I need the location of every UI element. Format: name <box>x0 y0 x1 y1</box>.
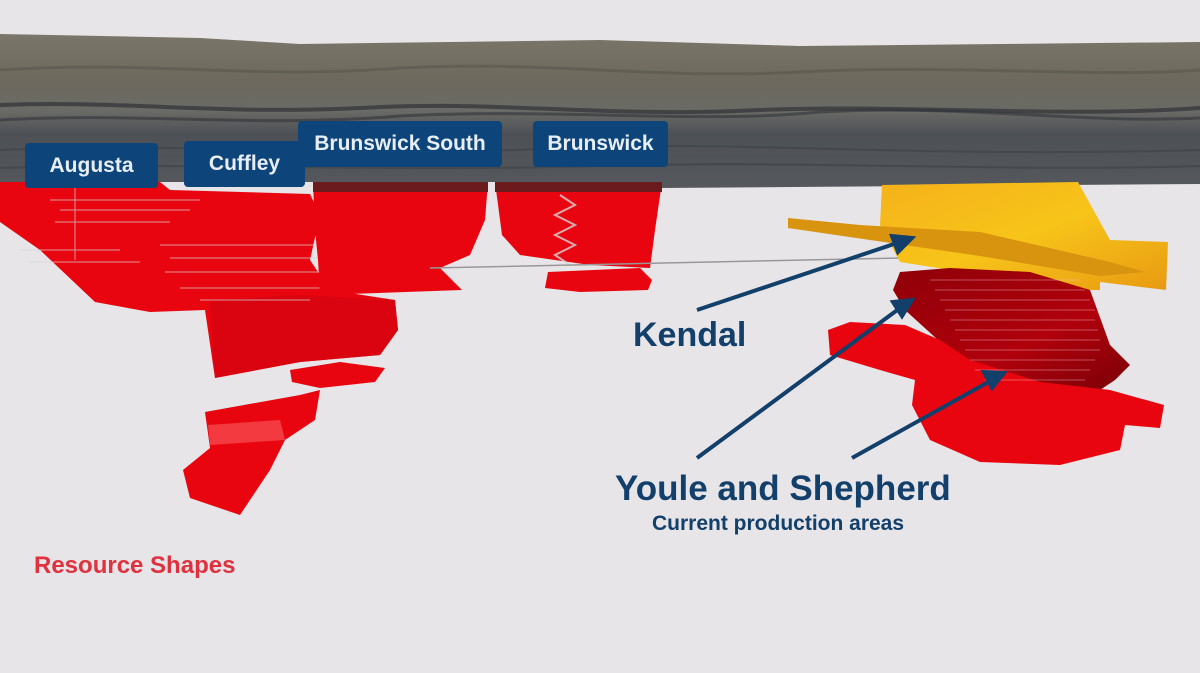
deposit-label-brunswick: Brunswick <box>533 121 668 167</box>
callout-youle-shepherd-title: Youle and Shepherd <box>615 469 951 508</box>
resource-shape-brunswick-south <box>313 182 488 295</box>
orebody-youle-shepherd <box>828 268 1164 465</box>
resource-shape-brunswick <box>429 182 901 292</box>
deposit-label-augusta: Augusta <box>25 143 158 188</box>
callout-arrows <box>695 233 1009 460</box>
orebody-kendal <box>788 182 1168 290</box>
callout-kendal: Kendal <box>633 316 747 354</box>
legend-resource-shapes: Resource Shapes <box>34 552 236 579</box>
resource-shape-augusta-cuffley <box>0 182 398 515</box>
deposit-label-cuffley: Cuffley <box>184 141 305 187</box>
callout-youle-shepherd-subtitle: Current production areas <box>652 512 905 535</box>
deposit-label-brunswick-south: Brunswick South <box>298 121 502 167</box>
